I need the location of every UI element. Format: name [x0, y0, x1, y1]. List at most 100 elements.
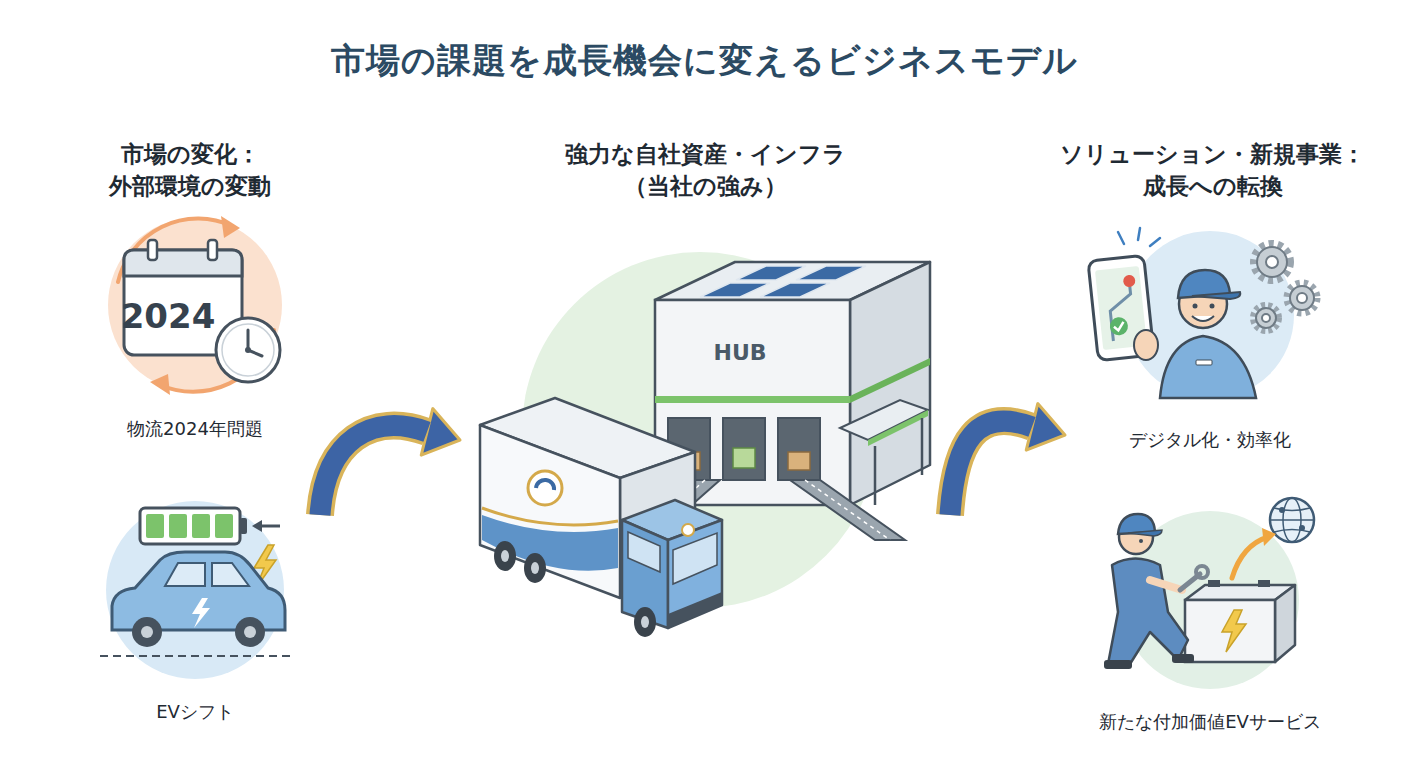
- ev-service-icon-part: [1172, 654, 1194, 663]
- arrow-outline: [950, 421, 1032, 515]
- hub-building-part: [700, 283, 770, 297]
- hub-building-part: [788, 452, 810, 470]
- ev-car-icon-part: [132, 617, 162, 647]
- ev-service-icon-part: [1139, 539, 1143, 543]
- ev-service-icon-part: [1299, 525, 1305, 531]
- digital-worker-icon-part: [1178, 270, 1230, 298]
- delivery-truck-part: [482, 515, 618, 571]
- digital-worker-icon-part: [1290, 286, 1314, 310]
- ev-service-icon-part: [1208, 580, 1220, 587]
- column-heading: ソリューション・新規事業： 成長への転換: [1035, 138, 1390, 202]
- circle-outline: [1120, 510, 1300, 690]
- digital-worker-icon-part: [1118, 232, 1124, 244]
- ev-service-icon-part: [1185, 585, 1295, 600]
- ev-car-icon-part: [240, 518, 247, 534]
- digital-worker-icon-part-part: [1109, 316, 1129, 336]
- ev-service-icon-part: [1196, 566, 1208, 578]
- calendar-year: 2024: [118, 296, 218, 336]
- ev-service-icon-part: [1180, 574, 1200, 590]
- digital-worker-icon-part-part: [1095, 266, 1147, 350]
- hub-building: [622, 262, 930, 540]
- delivery-truck-part: [641, 616, 649, 628]
- calendar-icon-part: [124, 250, 242, 355]
- digital-worker-icon-part-part: [1088, 255, 1154, 360]
- circle-fill: [106, 501, 284, 679]
- ev-service-icon-part: [1222, 610, 1246, 652]
- arrow-head: [421, 409, 460, 456]
- item-label: 新たな付加価値EVサービス: [1040, 710, 1380, 734]
- icon-circle: 新たな付加価値EVサービス: [1120, 510, 1300, 690]
- delivery-truck-part: [482, 508, 618, 525]
- digital-worker-icon-part: [1088, 255, 1154, 360]
- digital-worker-icon-part-part: [1114, 322, 1125, 331]
- calendar-icon-part: [148, 240, 157, 260]
- ev-service-icon-part: [1283, 498, 1301, 542]
- hub-building-part: [840, 400, 928, 440]
- digital-worker-icon-part: [1160, 336, 1256, 398]
- calendar-icon-part: [248, 350, 262, 356]
- delivery-truck-part: [620, 452, 695, 545]
- delivery-truck-part: [501, 550, 509, 562]
- ev-car-icon-part: [192, 598, 210, 628]
- digital-worker-icon-part: [1253, 305, 1279, 331]
- ev-service-icon-part: [1279, 507, 1285, 513]
- ev-car-icon-part: [100, 655, 292, 657]
- ev-car-icon-part: [192, 514, 210, 538]
- digital-worker-icon-part: [1179, 280, 1227, 328]
- delivery-truck-part: [682, 524, 694, 536]
- hub-building-part: [796, 266, 866, 280]
- hub-building-part: [655, 396, 850, 403]
- calendar-icon-part: [247, 330, 250, 350]
- hub-building-part: [874, 446, 877, 505]
- hub-building-part: [733, 448, 755, 468]
- column-group: 強力な自社資産・インフラ （当社の強み）: [460, 130, 950, 730]
- hub-building-part: [668, 418, 710, 480]
- delivery-truck: [480, 398, 722, 637]
- hub-building-part: [655, 300, 850, 505]
- item-label: EVシフト: [25, 700, 365, 724]
- ev-service-icon-part: [1104, 660, 1132, 669]
- ev-car-icon-part: [244, 626, 256, 638]
- calendar-icon-part: [124, 250, 242, 276]
- ev-service-icon-part: [1270, 519, 1314, 521]
- ev-service-icon-part: [1128, 530, 1162, 536]
- digital-worker-icon-part: [1138, 228, 1140, 240]
- ev-service-icon-part: [1275, 585, 1295, 662]
- delivery-truck-part: [634, 607, 656, 637]
- column-group: 市場の変化： 外部環境の変動物流2024年問題EVシフト: [60, 130, 320, 730]
- circle-outline: [105, 500, 285, 680]
- digital-worker-icon-part: [1150, 238, 1160, 246]
- calendar-icon-part: [160, 330, 274, 392]
- ev-car-icon-part: [212, 563, 249, 586]
- delivery-truck-part: [480, 425, 620, 598]
- hub-building-part: [637, 480, 705, 540]
- calendar-icon-part: [118, 219, 232, 282]
- calendar-icon-part: [150, 374, 170, 395]
- icon-circle: EVシフト: [105, 500, 285, 680]
- ev-service-icon-part: [1274, 530, 1310, 533]
- digital-worker-icon-part: [1287, 283, 1317, 313]
- ev-car-icon: [100, 508, 292, 656]
- delivery-truck-part: [531, 562, 539, 574]
- delivery-truck-part: [673, 533, 717, 584]
- ev-car-icon-part: [258, 525, 280, 528]
- circle-fill: [1121, 511, 1299, 689]
- ev-car-icon-part: [169, 514, 187, 538]
- digital-worker-icon-part: [1196, 360, 1212, 365]
- delivery-truck-part: [668, 592, 722, 628]
- arrow-head: [1026, 404, 1065, 451]
- circle-fill: [108, 218, 282, 392]
- digital-worker-icon-part: [1254, 244, 1290, 280]
- item-label: 物流2024年問題: [27, 417, 363, 441]
- ev-service-icon-part: [1185, 600, 1275, 662]
- hub-building-part: [778, 418, 820, 480]
- ev-service-icon-part: [1274, 508, 1310, 511]
- delivery-truck-part: [622, 500, 722, 540]
- flow-arrow: [950, 404, 1065, 515]
- ev-service-icon: [1104, 498, 1314, 669]
- digital-worker-icon-part: [1257, 247, 1287, 277]
- arrow-shaft: [950, 421, 1032, 515]
- ev-car-icon-part: [215, 514, 233, 538]
- icon-circle: 物流2024年問題: [107, 217, 283, 393]
- diagram-title: 市場の課題を成長機会に変えるビジネスモデル: [0, 38, 1408, 84]
